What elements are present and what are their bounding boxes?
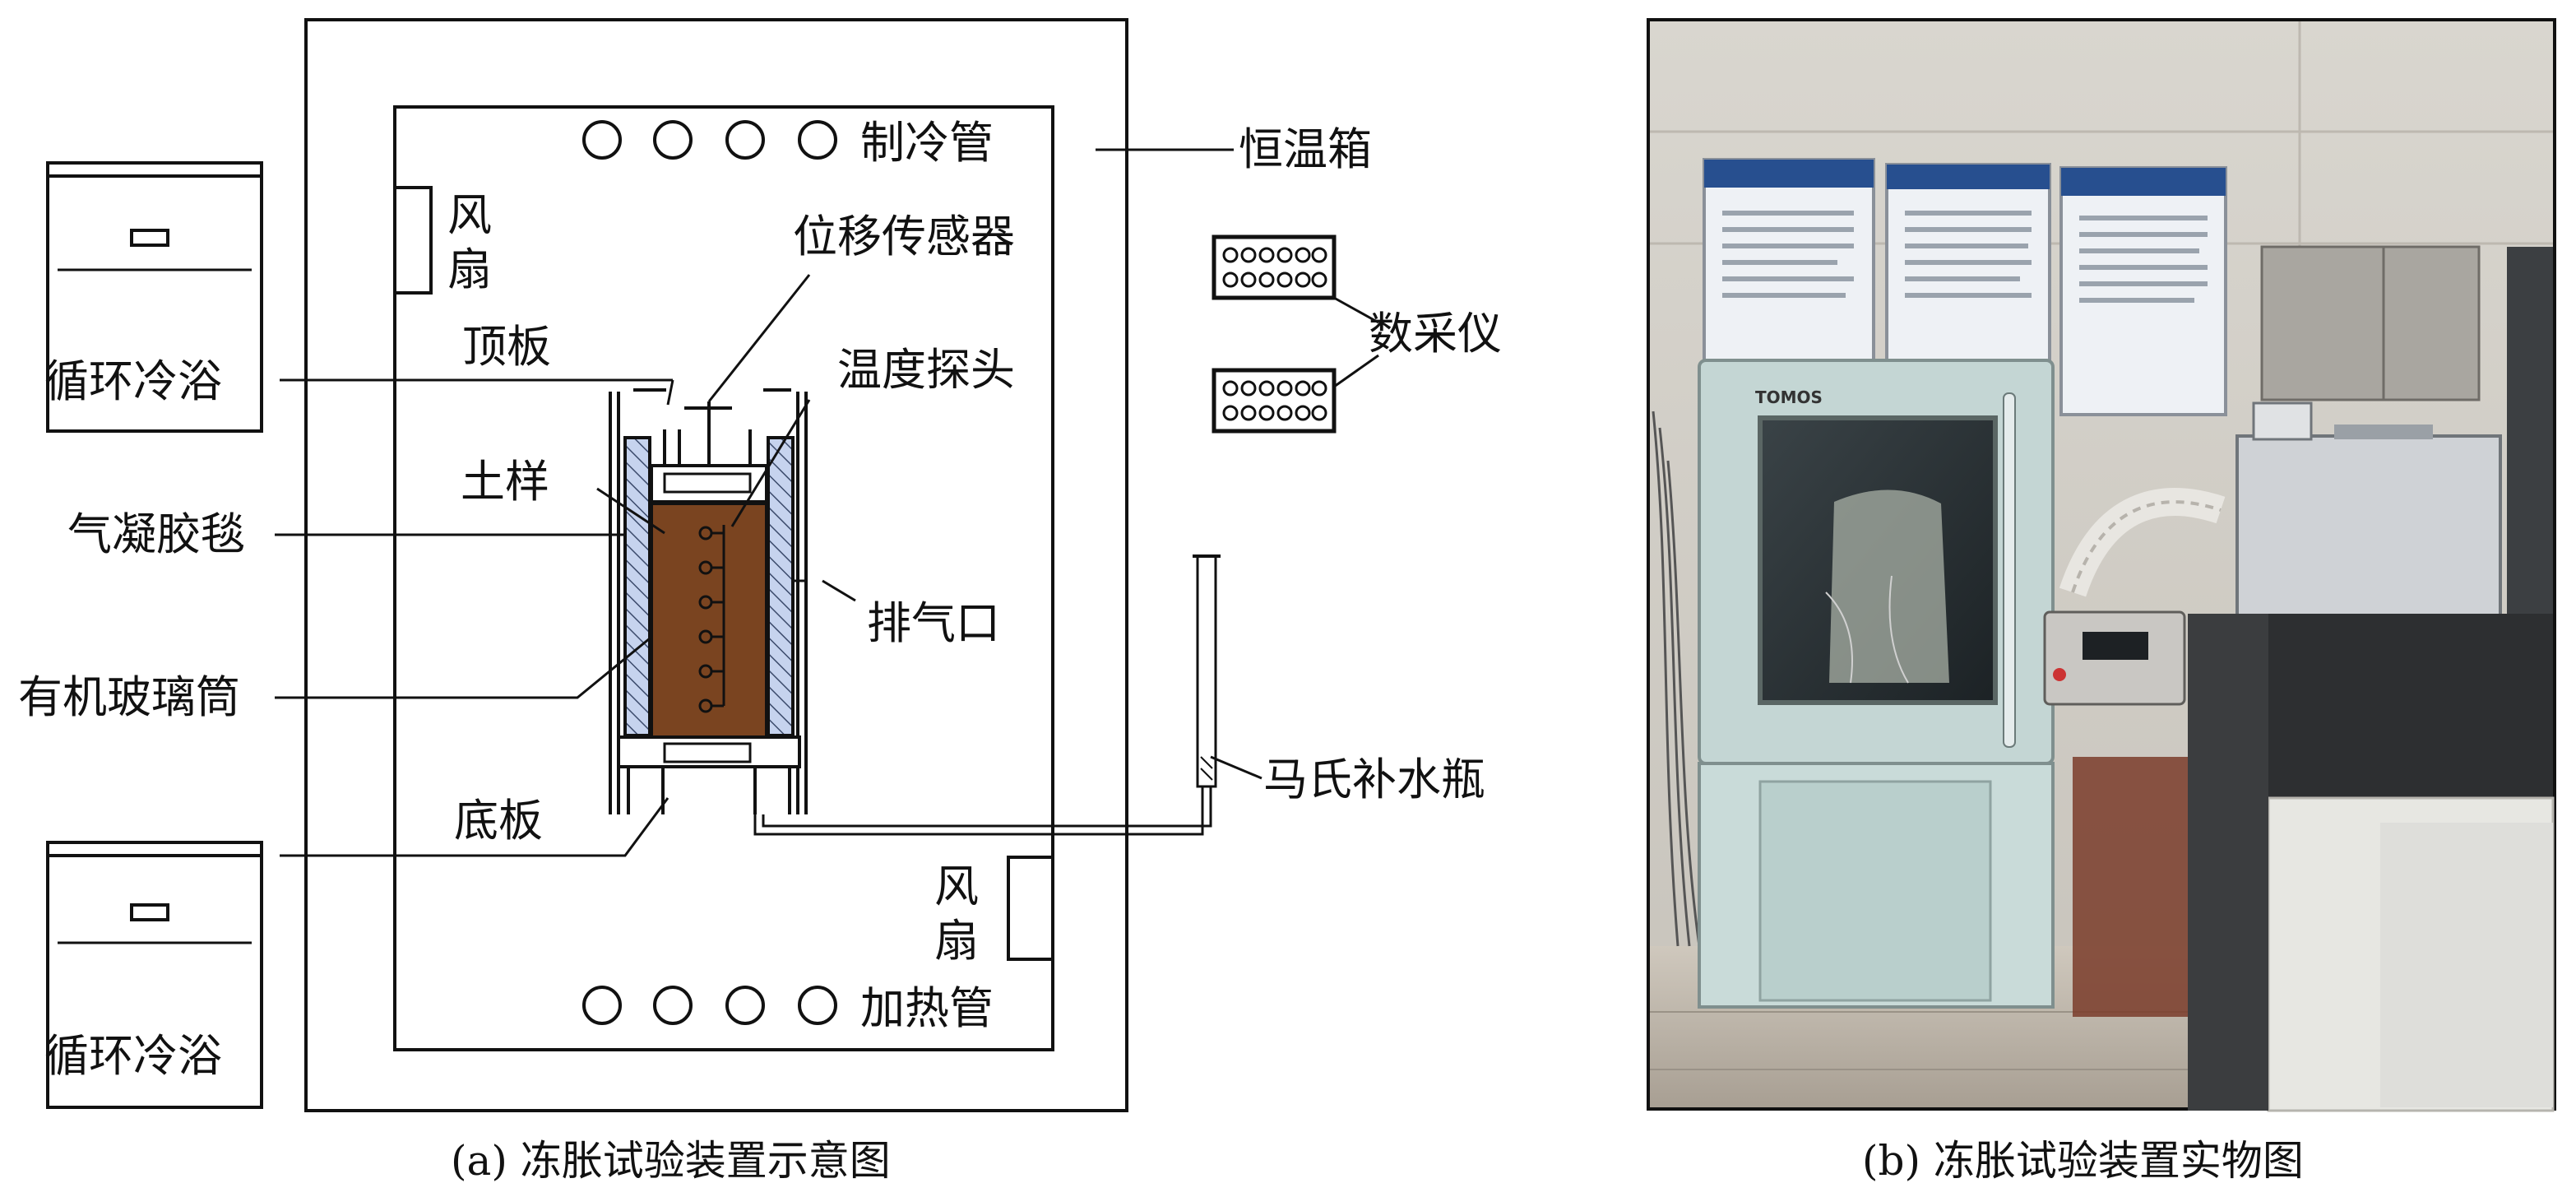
label-heating-pipe: 加热管 — [860, 982, 994, 1034]
label-daq: 数采仪 — [1369, 308, 1502, 360]
label-fan-bottom: 风扇 — [934, 861, 979, 967]
controller — [2043, 610, 2186, 706]
cooling-pipes — [582, 120, 837, 160]
fan-top-bracket — [395, 186, 433, 295]
photo-panel: TOMOS (b) 冻胀试验装置实物图 — [1647, 18, 2556, 1185]
temperature-probes — [698, 525, 725, 713]
wall-posters — [1703, 158, 2227, 416]
leader-lines — [275, 148, 1379, 857]
label-bath-bottom: 循环冷浴 — [44, 1030, 222, 1082]
mariotte-bottle — [1193, 554, 1221, 788]
label-bath-top: 循环冷浴 — [44, 355, 222, 407]
label-exhaust-port: 排气口 — [867, 597, 1000, 649]
label-soil-sample: 土样 — [461, 456, 549, 508]
wall-cabinet — [2260, 245, 2481, 401]
schematic-labels: 恒温箱 制冷管 加热管 循环冷浴 循环冷浴 顶板 底板 位移传感器 温度探头 土… — [18, 117, 1502, 1185]
label-chamber: 恒温箱 — [1239, 123, 1372, 175]
caption-a: (a) 冻胀试验装置示意图 — [451, 1137, 891, 1185]
label-plexiglass-tube: 有机玻璃筒 — [18, 671, 240, 723]
data-acquisition-unit-2 — [1212, 368, 1337, 434]
label-cooling-pipe: 制冷管 — [860, 117, 994, 169]
circulating-bath-bottom — [46, 841, 263, 1109]
heating-pipes — [582, 986, 837, 1025]
label-temperature-probe: 温度探头 — [837, 344, 1015, 396]
fan-bottom-bracket — [1007, 856, 1053, 961]
chamber-outer-wall — [304, 18, 1128, 1112]
circulating-bath-top — [46, 161, 263, 433]
aerogel-blanket-left — [623, 436, 651, 737]
soil-sample — [650, 502, 768, 739]
label-fan-top: 风扇 — [447, 189, 492, 295]
chamber-brand: TOMOS — [1755, 387, 1823, 407]
data-acquisition-unit-1 — [1212, 234, 1337, 300]
environmental-chamber: TOMOS — [1698, 359, 2055, 1009]
chamber-inner-wall — [393, 105, 1054, 1051]
water-supply-line — [753, 773, 1212, 836]
caption-b: (b) 冻胀试验装置实物图 — [1862, 1137, 2304, 1185]
label-top-plate: 顶板 — [462, 321, 551, 373]
cables — [1652, 411, 1701, 947]
schematic-diagram — [46, 18, 1379, 1112]
label-bottom-plate: 底板 — [454, 795, 543, 847]
sample-cell — [609, 388, 808, 814]
aerogel-blanket-right — [767, 436, 795, 737]
label-mariotte-bottle: 马氏补水瓶 — [1263, 754, 1485, 805]
lab-bench — [2188, 614, 2555, 1112]
label-aerogel-blanket: 气凝胶毯 — [67, 508, 245, 560]
label-displacement-sensor: 位移传感器 — [793, 211, 1015, 262]
